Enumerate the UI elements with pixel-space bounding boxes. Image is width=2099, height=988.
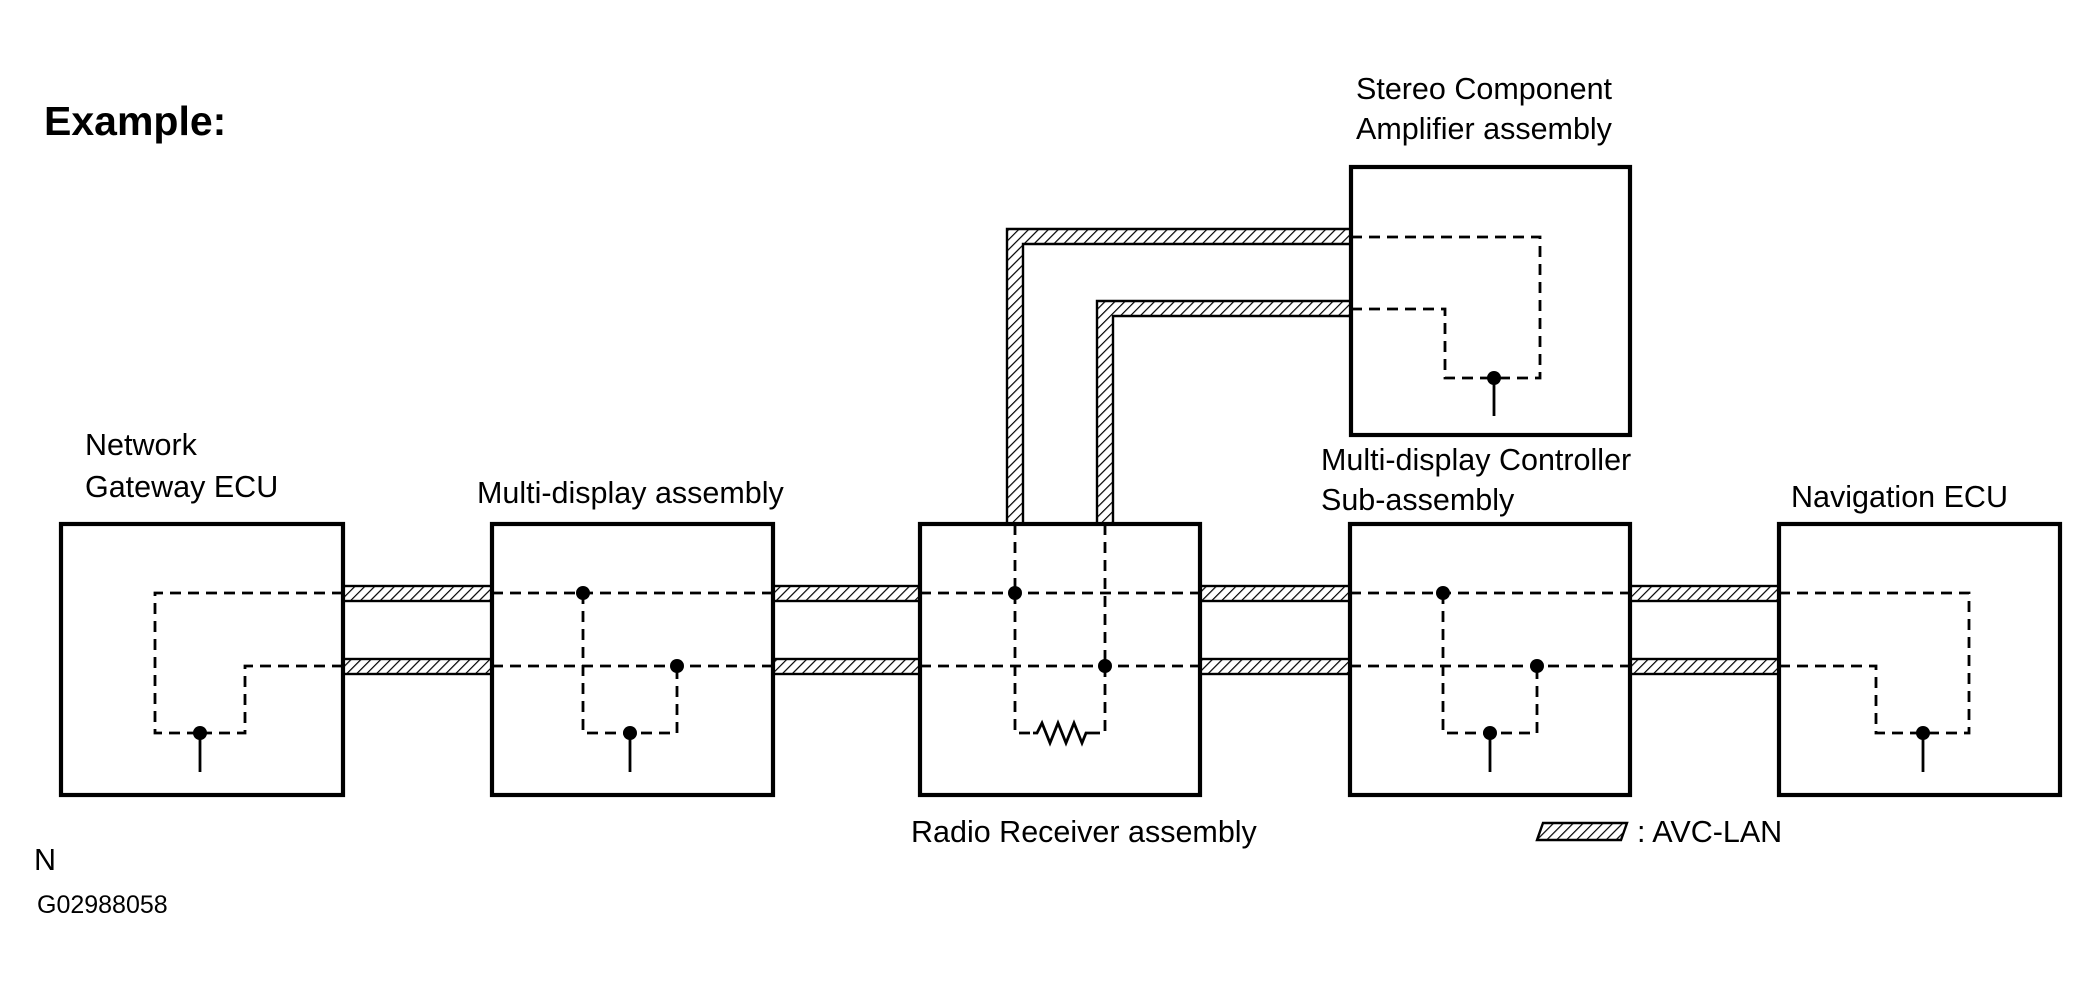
amplifier-wire-outer xyxy=(1351,235,1542,380)
bus-lower-controller-to-navigation xyxy=(1628,657,1781,676)
bus-lower-radio-to-controller xyxy=(1198,657,1352,676)
bus-lower-gateway-to-multi-display xyxy=(341,657,494,676)
bus-inner-radio-to-amplifier xyxy=(1095,299,1353,526)
multi-display-upper-dot xyxy=(576,586,590,600)
radio-receiver-box xyxy=(917,521,1203,798)
bus-lower-multi-display-to-radio xyxy=(771,657,922,676)
bus-outer-radio-to-amplifier xyxy=(1005,227,1353,526)
multi-display-controller-label-line1: Multi-display Controller xyxy=(1321,443,1631,477)
radio-lower-dot xyxy=(1098,659,1112,673)
gateway-junction-dot xyxy=(193,726,207,740)
navigation-wire-lower xyxy=(1779,664,1923,735)
avc-lan-legend-swatch xyxy=(1535,821,1629,842)
amplifier-wire-inner xyxy=(1351,307,1494,380)
network-gateway-box xyxy=(58,521,346,798)
multi-display-controller-label-line2: Sub-assembly xyxy=(1321,483,1515,517)
navigation-wire-upper xyxy=(1779,591,1971,735)
radio-receiver-label: Radio Receiver assembly xyxy=(911,815,1258,849)
figure-code: G02988058 xyxy=(37,891,168,919)
radio-termination-right xyxy=(1089,666,1107,735)
ecu-boxes xyxy=(58,164,2063,798)
navigation-label: Navigation ECU xyxy=(1791,480,2008,514)
controller-junction-dot xyxy=(1483,726,1497,740)
network-gateway-label-line2: Gateway ECU xyxy=(85,470,278,504)
multi-display-box xyxy=(489,521,776,798)
bus-upper-controller-to-navigation xyxy=(1628,584,1781,603)
resistor-icon xyxy=(1033,719,1089,747)
navigation-junction-dot xyxy=(1916,726,1930,740)
bus-upper-gateway-to-multi-display xyxy=(341,584,494,603)
gateway-wire-lower xyxy=(200,664,343,735)
multi-display-label: Multi-display assembly xyxy=(477,476,785,510)
legend: : AVC-LAN xyxy=(1535,815,1782,849)
bus-upper-multi-display-to-radio xyxy=(771,584,922,603)
multi-display-junction-dot xyxy=(623,726,637,740)
junction-dots xyxy=(193,371,1930,740)
amplifier-junction-dot xyxy=(1487,371,1501,385)
radio-termination-left xyxy=(1013,593,1033,735)
multi-display-lower-dot xyxy=(670,659,684,673)
radio-upper-dot xyxy=(1008,586,1022,600)
bus-upper-radio-to-controller xyxy=(1198,584,1352,603)
stereo-amplifier-label-line2: Amplifier assembly xyxy=(1356,112,1613,146)
controller-upper-dot xyxy=(1436,586,1450,600)
footer-marker: N xyxy=(34,843,56,877)
controller-lower-dot xyxy=(1530,659,1544,673)
multi-display-controller-box xyxy=(1347,521,1633,798)
legend-label: : AVC-LAN xyxy=(1637,815,1782,849)
navigation-box xyxy=(1776,521,2063,798)
gateway-wire-upper xyxy=(153,591,343,735)
diagram-title: Example: xyxy=(44,98,226,144)
stereo-amplifier-label-line1: Stereo Component xyxy=(1356,72,1613,106)
network-gateway-label-line1: Network xyxy=(85,428,198,462)
internal-wiring xyxy=(153,235,1971,772)
stereo-amplifier-box xyxy=(1348,164,1633,438)
